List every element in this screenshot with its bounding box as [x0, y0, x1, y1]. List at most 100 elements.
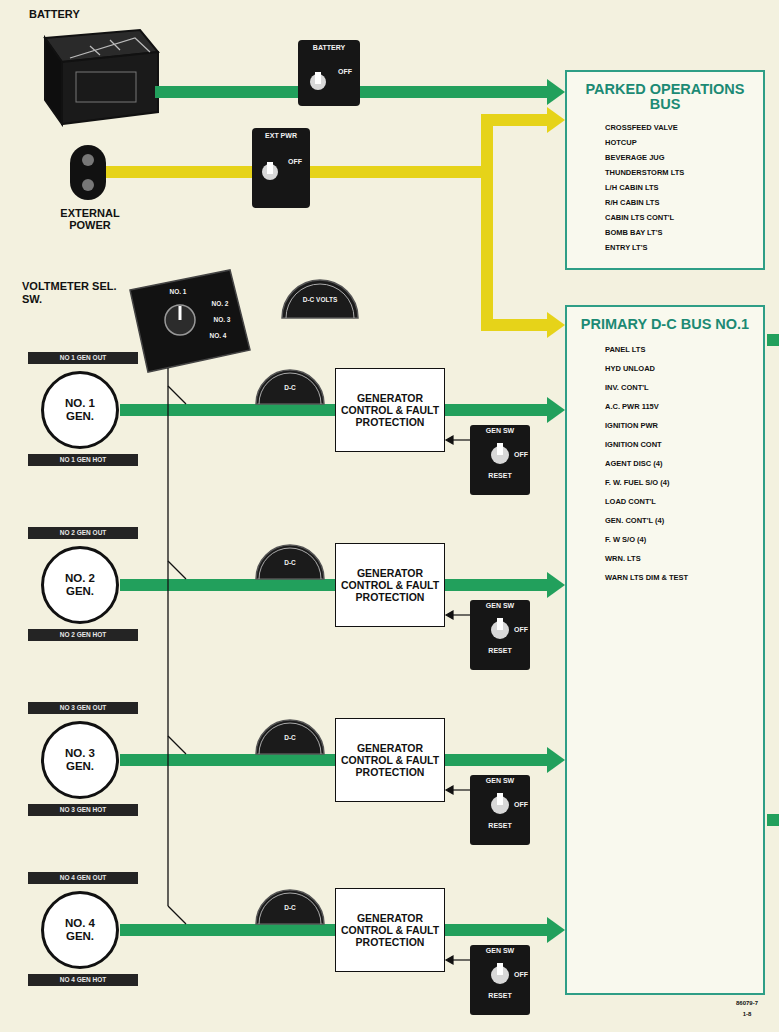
- ammeter-gauge: [259, 373, 321, 404]
- power-feed: [120, 760, 335, 761]
- power-feed: [120, 585, 335, 586]
- generator-switch: [470, 425, 530, 1015]
- load-item: LOAD CONT'L: [575, 497, 755, 506]
- node-label: GENERATOR CONTROL & FAULT PROTECTION: [339, 567, 441, 603]
- switch-position: OFF: [333, 68, 357, 76]
- switch-control-wire: [446, 611, 453, 619]
- warning-light: NO 1 GEN HOT: [28, 454, 138, 466]
- load-item: CROSSFEED VALVE: [575, 123, 755, 132]
- warning-light: NO 2 GEN HOT: [28, 629, 138, 641]
- switch-position: OFF: [511, 626, 531, 634]
- arrow-head: [547, 572, 565, 598]
- ammeter-gauge: [256, 370, 324, 404]
- voltmeter-selector-switch: [130, 270, 250, 372]
- battery-symbol: [62, 52, 158, 124]
- ammeter-gauge: [259, 893, 321, 924]
- load-item: CABIN LTS CONT'L: [575, 213, 755, 222]
- voltmeter-gauge: [286, 284, 354, 318]
- figure-number: 86079-7: [722, 1000, 772, 1007]
- load-item: HOTCUP: [575, 138, 755, 147]
- bus-outlet: [767, 340, 779, 820]
- bus-title: PRIMARY D-C BUS NO.1: [575, 317, 755, 332]
- battery-symbol: [45, 30, 161, 124]
- switch-position: RESET: [476, 822, 524, 830]
- selector-wire: [168, 906, 186, 924]
- arrow-head: [547, 107, 565, 133]
- node-label: BATTERY: [29, 8, 80, 20]
- battery-symbol: [70, 38, 150, 58]
- bus-box: PARKED OPERATIONS BUS CROSSFEED VALVE HOTC…: [565, 70, 765, 270]
- switch-label: GEN SW: [472, 777, 528, 785]
- battery: BATTERY: [25, 6, 160, 130]
- power-line: [445, 924, 550, 936]
- load-item: BEVERAGE JUG: [575, 153, 755, 162]
- load-item: GEN. CONT'L (4): [575, 516, 755, 525]
- load-item: F. W. FUEL S/O (4): [575, 478, 755, 487]
- voltmeter-selector-switch: [130, 270, 250, 372]
- switch-label: GEN SW: [472, 602, 528, 610]
- selector-wire: [168, 736, 186, 754]
- arrow-head: [547, 79, 565, 105]
- node-label: GENERATOR CONTROL & FAULT PROTECTION: [339, 912, 441, 948]
- ammeter-gauge: [256, 545, 324, 579]
- external-power-switch: [252, 128, 310, 208]
- external-power-plug: [106, 166, 141, 178]
- power-feed: [445, 572, 565, 598]
- battery-switch: [315, 72, 321, 84]
- arrow-head: [547, 917, 565, 943]
- battery-switch: [298, 40, 360, 106]
- selector-position: NO. 3: [208, 316, 236, 324]
- ammeter-gauge: [256, 720, 324, 754]
- bus-outlet: [767, 334, 779, 346]
- switch-control-wire: [446, 956, 453, 964]
- power-line: [140, 120, 550, 172]
- power-feed: [160, 79, 565, 105]
- power-feed: [140, 107, 565, 172]
- switch-position: OFF: [511, 801, 531, 809]
- load-item: R/H CABIN LTS: [575, 198, 755, 207]
- node-label: GENERATOR CONTROL & FAULT PROTECTION: [339, 392, 441, 428]
- control-box: GENERATOR CONTROL & FAULT PROTECTION: [335, 368, 445, 452]
- voltmeter-gauge: [282, 280, 358, 318]
- switch-control-wire: [452, 614, 470, 615]
- voltmeter-selector-switch: [179, 306, 182, 320]
- generator-circle: NO. 2 GEN.: [40, 545, 120, 625]
- ammeter-gauge: [256, 890, 324, 924]
- control-box: GENERATOR CONTROL & FAULT PROTECTION: [335, 543, 445, 627]
- warning-light: NO 4 GEN HOT: [28, 974, 138, 986]
- generator-switch: [497, 443, 503, 455]
- switch-position: RESET: [476, 472, 524, 480]
- gauge-label: D-C: [275, 559, 305, 567]
- selector-position: NO. 4: [204, 332, 232, 340]
- ammeter-gauge: [256, 370, 324, 924]
- load-item: WARN LTS DIM & TEST: [575, 573, 755, 582]
- power-line: [120, 924, 335, 936]
- switch-label: GEN SW: [472, 427, 528, 435]
- gauge-label: D-C: [275, 904, 305, 912]
- generator-circle: NO. 1 GEN.: [40, 370, 120, 450]
- switch-control-wire: [446, 436, 470, 964]
- generator-switch: [497, 963, 503, 975]
- battery-symbol: [110, 40, 120, 50]
- load-item: F. W S/O (4): [575, 535, 755, 544]
- node-label: NO. 4 GEN.: [51, 917, 109, 942]
- load-item: PANEL LTS: [575, 345, 755, 354]
- switch-position: OFF: [283, 158, 307, 166]
- gauge-label: D-C: [275, 734, 305, 742]
- generator-outline: [43, 723, 118, 798]
- external-power-switch: [267, 162, 273, 174]
- switch-control-wire: [452, 439, 470, 440]
- part-name: VOLTMETER SEL. SW.: [22, 280, 122, 306]
- battery-symbol: [90, 46, 100, 55]
- generator-switch: [470, 775, 530, 845]
- switch-control-wire: [452, 789, 470, 790]
- switch-label: EXT PWR: [254, 132, 308, 140]
- generator-switch: [470, 945, 530, 1015]
- bus-outlet: [767, 814, 779, 826]
- load-item: INV. CONT'L: [575, 383, 755, 392]
- bus-title: PARKED OPERATIONS BUS: [575, 82, 755, 112]
- switch-control-wire: [452, 959, 470, 960]
- power-line: [445, 404, 550, 416]
- load-item: BOMB BAY LT'S: [575, 228, 755, 237]
